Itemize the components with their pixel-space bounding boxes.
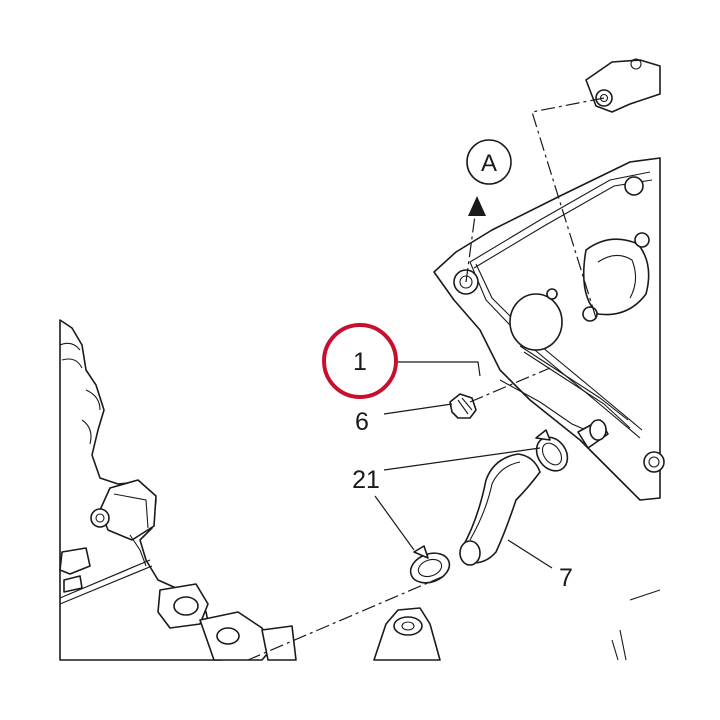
callout-6: 6 — [355, 408, 369, 436]
reference-marker-circle — [466, 139, 512, 185]
callout-21: 21 — [352, 466, 380, 494]
leader-lines — [374, 361, 553, 569]
clip-part-6 — [449, 393, 477, 419]
engine-block-left — [59, 319, 297, 661]
right-edge-fragment — [611, 589, 661, 661]
callout-7: 7 — [559, 564, 573, 592]
highlight-ring — [322, 323, 398, 399]
lower-boss — [373, 607, 441, 661]
reference-marker-label: A — [481, 150, 497, 177]
hose-part-7 — [459, 453, 541, 566]
hose-clamp-upper-part-21 — [535, 429, 569, 472]
alignment-lines — [247, 97, 605, 661]
upper-bracket — [585, 58, 661, 113]
manifold-cover-part-1 — [433, 157, 665, 501]
hose-clamp-lower-part-21 — [409, 545, 451, 584]
reference-arrow — [468, 196, 486, 216]
callout-1: 1 — [353, 348, 367, 376]
